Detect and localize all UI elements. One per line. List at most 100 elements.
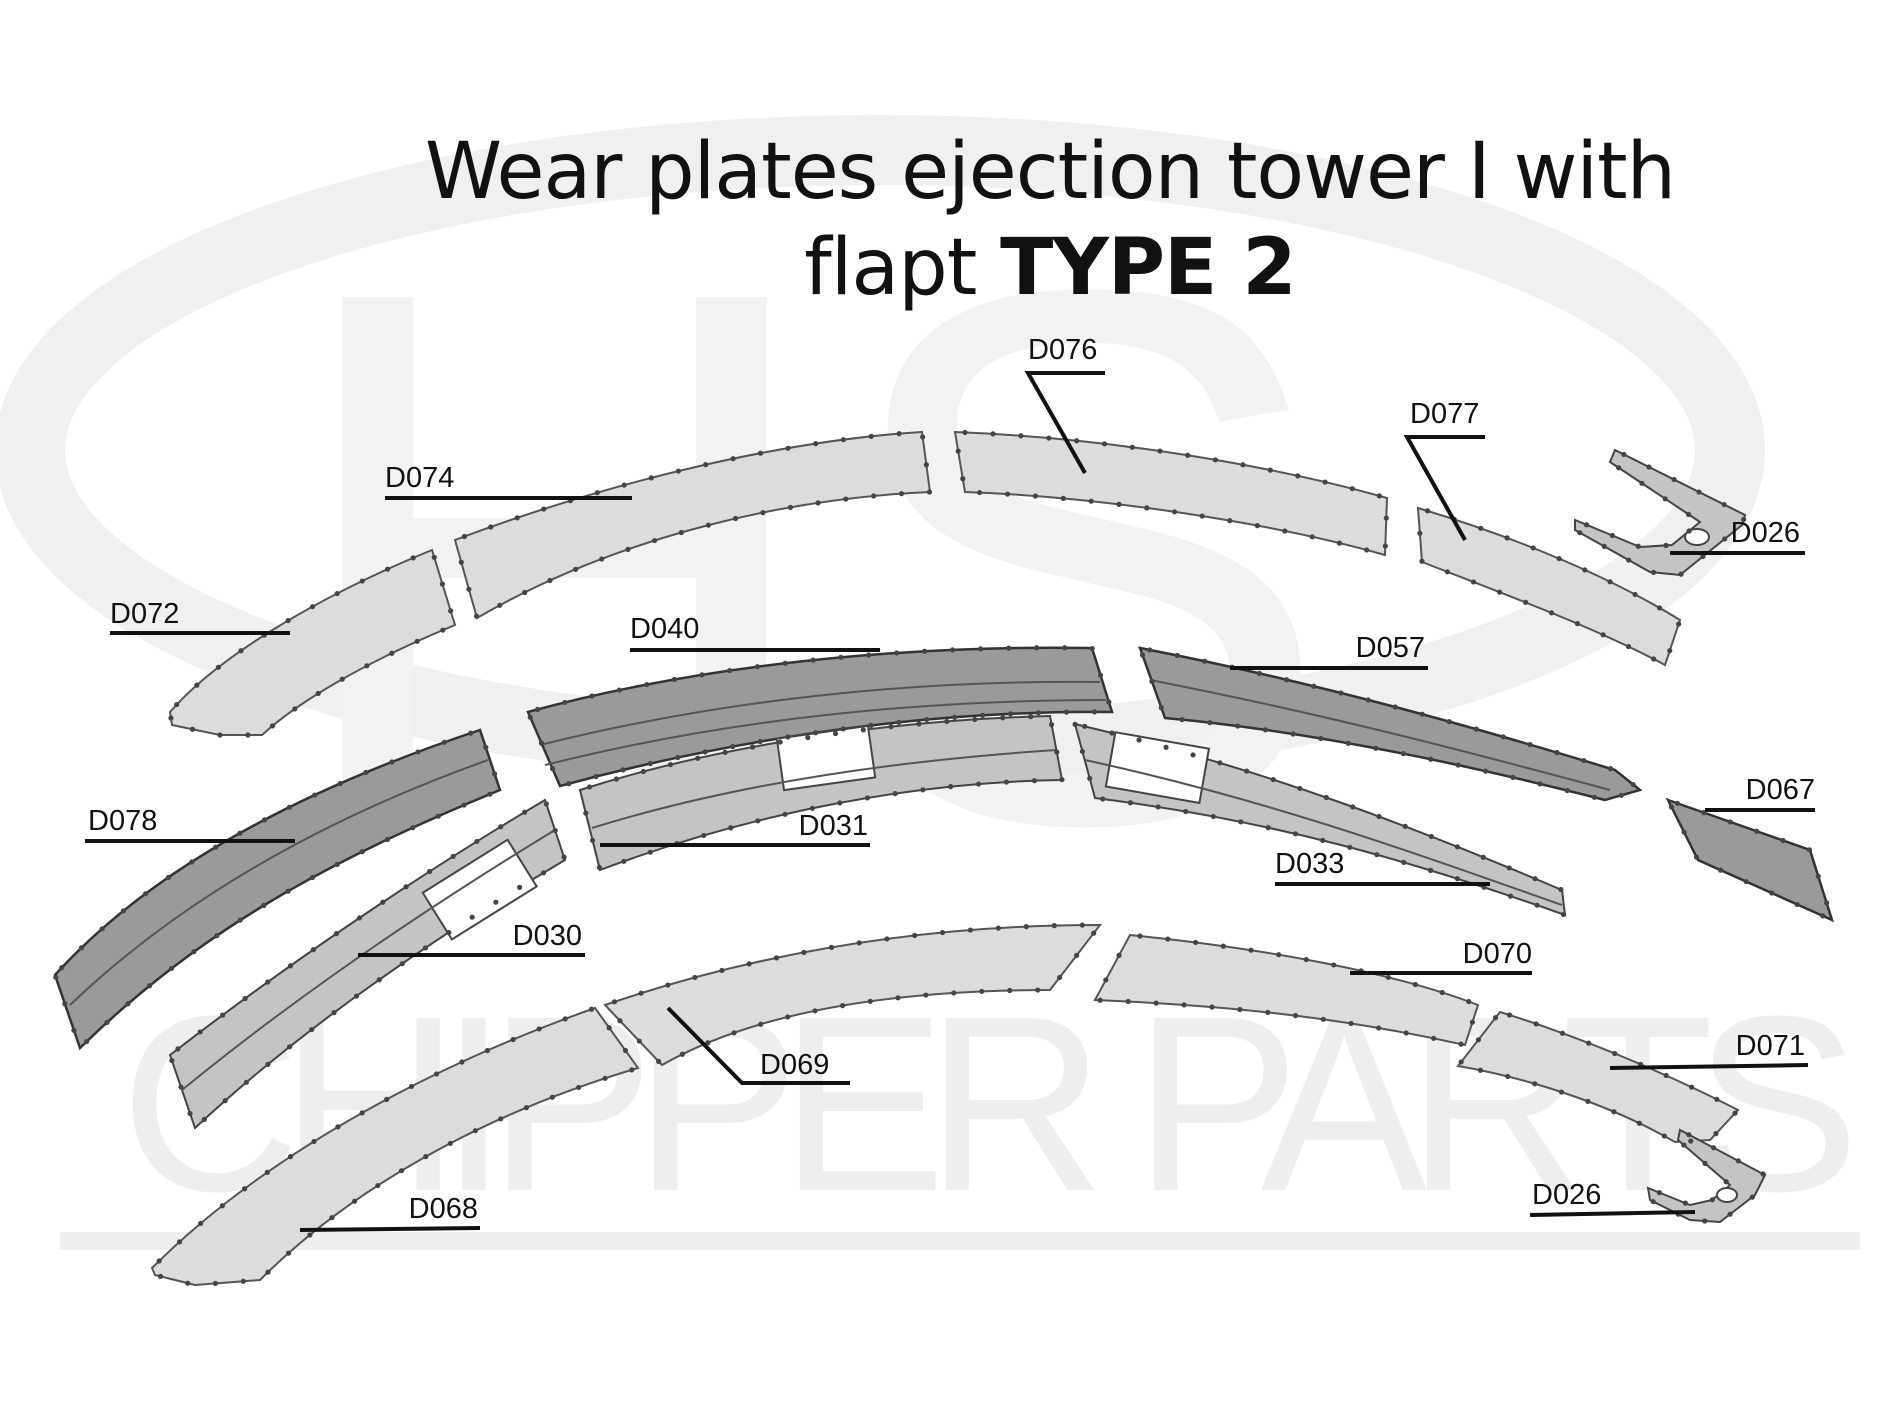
rivet-dot bbox=[356, 915, 363, 921]
rivet-dot bbox=[1023, 924, 1029, 930]
rivet-dot bbox=[353, 993, 360, 999]
rivet-dot bbox=[1031, 778, 1038, 784]
rivet-dot bbox=[1311, 683, 1317, 689]
rivet-dot bbox=[473, 613, 480, 619]
rivet-dot bbox=[1147, 647, 1153, 653]
rivet-dot bbox=[1212, 457, 1218, 463]
plate-d069[interactable] bbox=[603, 923, 1103, 1067]
rivet-dot bbox=[1820, 913, 1826, 919]
rivet-dot bbox=[334, 590, 340, 597]
rivet-dot bbox=[1103, 977, 1109, 983]
rivet-dot bbox=[1331, 962, 1337, 968]
rivet-dot bbox=[1760, 1171, 1766, 1177]
rivet-dot bbox=[813, 441, 819, 447]
rivet-dot bbox=[638, 990, 644, 996]
rivet-dot bbox=[1586, 1040, 1592, 1046]
rivet-dot bbox=[287, 1154, 294, 1160]
label-d026-top: D026 bbox=[1731, 517, 1800, 549]
plate-d072[interactable] bbox=[168, 548, 457, 736]
plate-d057[interactable] bbox=[1138, 646, 1643, 802]
plate-d031[interactable] bbox=[578, 714, 1064, 872]
rivet-dot bbox=[948, 784, 954, 790]
rivet-dot bbox=[812, 730, 819, 736]
rivet-dot bbox=[1382, 543, 1388, 549]
rivet-dot bbox=[868, 722, 874, 729]
rivet-dot bbox=[1686, 1132, 1692, 1138]
rivet-dot bbox=[620, 767, 626, 773]
rivet-dot bbox=[1678, 571, 1684, 577]
rivet-dot bbox=[1480, 854, 1486, 860]
rivet-dot bbox=[1815, 873, 1821, 879]
rivet-dot bbox=[1007, 711, 1014, 717]
rivet-dot bbox=[157, 1273, 164, 1279]
rivet-dot bbox=[1136, 737, 1142, 743]
rivet-dot bbox=[1650, 1198, 1656, 1205]
rivet-dot bbox=[1639, 480, 1645, 486]
rivet-dot bbox=[410, 825, 416, 831]
rivet-dot bbox=[888, 724, 894, 730]
rivet-dot bbox=[337, 780, 343, 787]
rivet-dot bbox=[264, 1169, 270, 1175]
rivet-dot bbox=[773, 955, 780, 961]
rivet-dot bbox=[1347, 844, 1353, 850]
rivet-dot bbox=[410, 555, 416, 561]
rivet-dot bbox=[621, 858, 627, 864]
rivet-dot bbox=[1702, 1218, 1708, 1224]
plate-d040[interactable] bbox=[526, 646, 1114, 788]
rivet-dot bbox=[1681, 1142, 1687, 1148]
rivet-dot bbox=[1033, 645, 1040, 651]
rivet-dot bbox=[866, 652, 872, 658]
rivet-dot bbox=[285, 617, 291, 624]
rivet-dot bbox=[527, 714, 533, 720]
plate-d068[interactable] bbox=[150, 1006, 640, 1287]
rivet-dot bbox=[1091, 930, 1097, 936]
rivet-dot bbox=[1087, 775, 1093, 782]
plate-d026-bottom[interactable] bbox=[1646, 1128, 1767, 1224]
rivet-dot bbox=[238, 648, 244, 654]
rivet-dot bbox=[810, 657, 816, 663]
rivet-dot bbox=[602, 1075, 608, 1081]
rivet-dot bbox=[538, 740, 545, 746]
rivet-dot bbox=[331, 1010, 337, 1016]
rivet-dot bbox=[194, 682, 200, 688]
plate-d067[interactable] bbox=[1665, 797, 1835, 923]
plate-d026-top[interactable] bbox=[1574, 448, 1747, 577]
rivet-dot bbox=[1607, 766, 1614, 772]
title-line-2: flapt TYPE 2 bbox=[0, 220, 1890, 316]
rivet-dot bbox=[952, 714, 958, 720]
rivet-dot bbox=[944, 718, 950, 725]
rivet-dot bbox=[730, 743, 736, 750]
rivet-dot bbox=[896, 719, 902, 725]
rivet-dot bbox=[1248, 947, 1254, 953]
rivet-dot bbox=[593, 773, 599, 780]
rivet-dot bbox=[1527, 742, 1533, 748]
rivet-dot bbox=[384, 836, 391, 843]
rivet-dot bbox=[787, 504, 794, 510]
rivet-dot bbox=[785, 445, 791, 451]
rivet-dot bbox=[241, 1186, 248, 1192]
plate-d070[interactable] bbox=[1093, 933, 1480, 1047]
rivet-dot bbox=[1350, 804, 1356, 810]
rivet-dot bbox=[1202, 658, 1208, 664]
leader-d069 bbox=[666, 1006, 850, 1085]
rivet-dot bbox=[1656, 1190, 1663, 1196]
leader-d071 bbox=[1609, 1063, 1809, 1070]
rivet-dot bbox=[617, 1018, 623, 1024]
rivet-dot bbox=[1564, 787, 1570, 794]
rivet-dot bbox=[1475, 1037, 1481, 1043]
rivet-dot bbox=[868, 433, 874, 439]
rivet-dot bbox=[1439, 989, 1445, 996]
rivet-dot bbox=[754, 664, 760, 670]
rivet-dot bbox=[1685, 511, 1692, 517]
rivet-dot bbox=[1097, 997, 1103, 1003]
label-d068: D068 bbox=[409, 1193, 478, 1225]
rivet-dot bbox=[730, 456, 736, 462]
label-d067: D067 bbox=[1746, 774, 1815, 806]
rivet-dot bbox=[588, 1006, 595, 1012]
rivet-dot bbox=[1534, 902, 1540, 908]
rivet-dot bbox=[498, 1116, 504, 1122]
rivet-dot bbox=[950, 647, 956, 653]
rivet-dot bbox=[1125, 998, 1131, 1005]
rivet-dot bbox=[1270, 776, 1276, 783]
rivet-dot bbox=[1419, 558, 1425, 564]
